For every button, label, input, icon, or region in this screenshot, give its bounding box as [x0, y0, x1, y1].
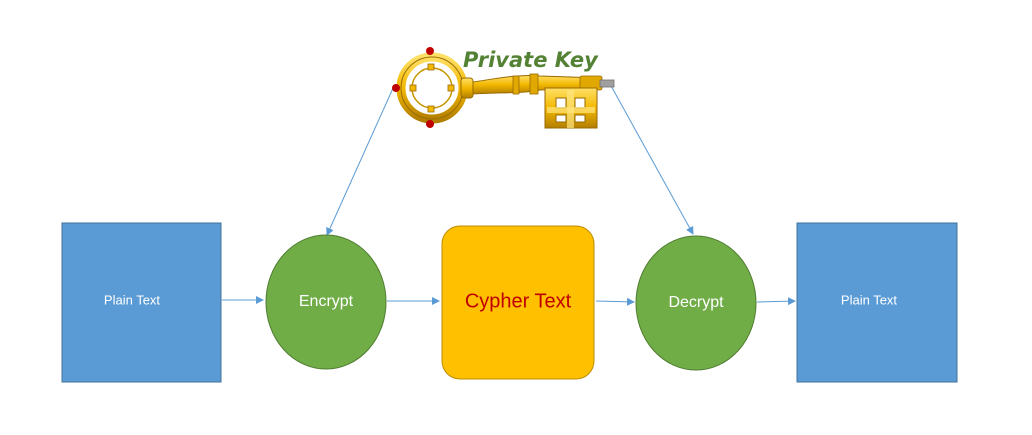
- decrypt-node: Decrypt: [635, 235, 757, 371]
- encrypt-label: Encrypt: [299, 293, 354, 310]
- private-key-label: Private Key: [463, 48, 599, 72]
- decrypt-label: Decrypt: [668, 294, 724, 311]
- arrow-decrypt-to-plaintext: [756, 297, 796, 306]
- encrypt-node: Encrypt: [265, 234, 387, 370]
- plain-text-left-label: Plain Text: [104, 292, 161, 307]
- arrow-cypher-to-decrypt: [595, 297, 635, 306]
- cypher-text-label: Cypher Text: [465, 290, 572, 312]
- cypher-text-box: Cypher Text: [441, 225, 595, 380]
- plain-text-box-left: Plain Text: [61, 222, 222, 383]
- arrow-key-to-decrypt: [609, 83, 694, 235]
- ornate-key-icon: [392, 47, 615, 129]
- plain-text-box-right: Plain Text: [796, 222, 958, 383]
- arrow-key-to-encrypt: [326, 85, 395, 236]
- plain-text-right-label: Plain Text: [841, 292, 898, 307]
